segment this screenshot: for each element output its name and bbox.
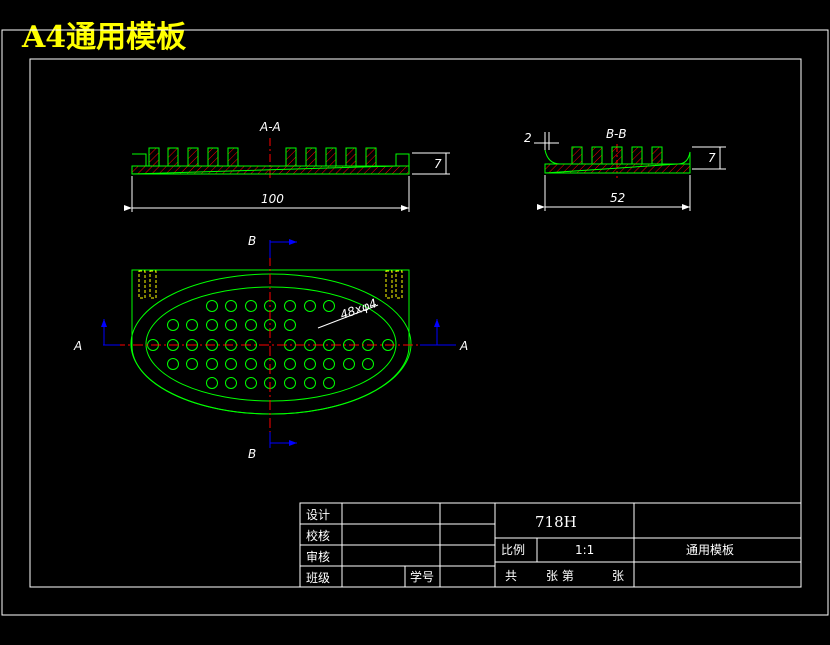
holes-leader [317,304,379,329]
plan-hole [245,319,257,331]
plan-hole [323,377,335,389]
tb-class-label: 班级 [306,571,330,585]
tb-review-label: 审核 [306,549,330,564]
tb-sheet-label-end: 张 [612,569,624,583]
plan-hole [284,377,296,389]
dim-bb-height: 7 [708,151,716,165]
cut-a-left-label: A [73,339,82,353]
section-aa-rib [207,147,219,167]
plan-hole [362,358,374,370]
plan-hole [304,358,316,370]
section-aa-rib [148,147,160,167]
section-bb-rib [571,146,583,165]
section-bb-view: B-B 52 7 2 [524,127,726,211]
section-bb-ribs [571,146,663,165]
plan-clip-left [138,270,157,299]
plan-hole [323,300,335,312]
tb-drawing-name: 通用模板 [686,543,734,557]
cut-a-right-label: A [459,339,468,353]
section-bb-rib [631,146,643,165]
tb-drawing-number: 718H [535,513,577,531]
plan-hole [245,377,257,389]
plan-hole [206,377,218,389]
section-bb-label: B-B [606,127,627,141]
outer-border [1,29,829,616]
plan-hole [186,339,198,351]
plan-hole [225,358,237,370]
tb-scale-value: 1:1 [575,543,594,557]
section-aa-rib [285,147,297,167]
plan-hole [304,300,316,312]
plan-hole [225,377,237,389]
tb-check-label: 校核 [306,528,330,543]
plan-inner-ellipse [145,286,397,402]
section-aa-rib [365,147,377,167]
plan-hole [245,300,257,312]
plan-hole [167,319,179,331]
plan-hole [186,358,198,370]
tb-sheet-label: 张 第 [546,569,574,583]
plan-hole [225,319,237,331]
plan-hole [284,300,296,312]
dim-aa-width: 100 [261,192,284,206]
plan-outer-ellipse [130,273,412,415]
sheet-title: A4通用模板 [22,20,187,55]
title-block [299,502,802,588]
section-bb-rib [611,146,623,165]
tb-sheets-total-label: 共 [505,569,517,583]
inner-border [29,58,802,588]
section-aa-view: A-A 100 7 [124,120,450,212]
tb-scale-label: 比例 [501,543,525,557]
section-bb-outline [544,149,691,174]
plan-hole [206,358,218,370]
plan-hole [245,358,257,370]
holes-note: 48xφ4 [338,296,378,322]
plan-hole [284,358,296,370]
section-aa-rib [345,147,357,167]
section-aa-rib [187,147,199,167]
plan-hole [167,358,179,370]
plan-hole [323,358,335,370]
section-aa-rib [167,147,179,167]
section-aa-rib [227,147,239,167]
dim-bb-width: 52 [610,191,625,205]
section-aa-rib [305,147,317,167]
plan-view: 48xφ4 A A B B [73,234,468,461]
plan-hole [225,300,237,312]
plan-hole [186,319,198,331]
section-aa-label: A-A [259,120,281,134]
plan-hole [304,377,316,389]
plan-clip-right [385,270,403,299]
plan-hole [206,300,218,312]
section-aa-outline [131,153,410,175]
section-aa-rib [325,147,337,167]
section-bb-rib [591,146,603,165]
tb-student-id-label: 学号 [410,569,434,584]
cut-b-top-label: B [248,234,256,248]
section-aa-ribs [148,147,377,167]
dim-aa-height: 7 [434,157,442,171]
plan-hole [284,319,296,331]
tb-design-label: 设计 [306,508,330,522]
dim-bb-offset: 2 [524,131,532,145]
section-bb-rib [651,146,663,165]
cut-b-bottom-label: B [248,447,256,461]
plan-hole [206,319,218,331]
plan-hole [343,358,355,370]
